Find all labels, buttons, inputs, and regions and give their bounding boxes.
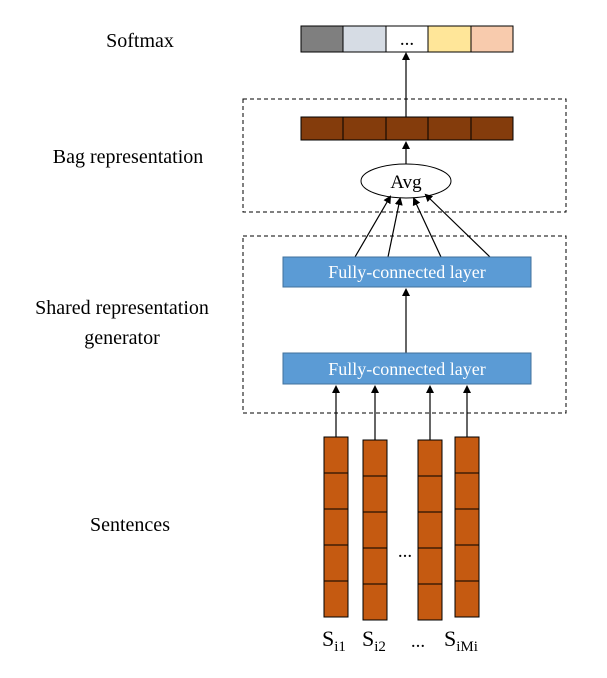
fc-layer-bottom [282, 352, 532, 385]
bag-cell-1 [300, 116, 344, 141]
bag-cell-5 [470, 116, 514, 141]
sentence-label-1: Si1 [322, 626, 346, 655]
sentence-gap-ellipsis: ... [398, 541, 412, 562]
fc-layer-top [282, 256, 532, 288]
softmax-ellipsis: ... [400, 29, 414, 50]
softmax-cell-4 [427, 25, 472, 53]
bag-representation-label: Bag representation [53, 146, 204, 168]
bag-representation-box [242, 98, 567, 213]
arrow-fc-to-avg-2 [387, 197, 403, 258]
sentence-label-4: SiMi [444, 626, 478, 655]
sentences-label: Sentences [90, 514, 170, 536]
sentence-vector-2 [362, 439, 388, 621]
softmax-cell-2 [342, 25, 387, 53]
sentence-vector-1 [323, 436, 349, 618]
shared-representation-box [242, 235, 567, 414]
shared-representation-label-line1: Shared representation [35, 297, 209, 319]
sentence-vector-3 [417, 439, 443, 621]
avg-node [360, 163, 452, 199]
sentence-label-2: Si2 [362, 626, 386, 655]
arrow-fc-to-avg-4 [424, 193, 491, 258]
bag-vector [300, 116, 514, 141]
shared-representation-label-line2: generator [84, 327, 160, 349]
softmax-output-row: ... [300, 25, 514, 53]
fc-layer-bottom-label: Fully-connected layer [328, 359, 485, 379]
bag-cell-3 [385, 116, 429, 141]
bag-cell-2 [342, 116, 387, 141]
bag-cell-4 [427, 116, 472, 141]
fc-layer-top-label: Fully-connected layer [328, 262, 485, 282]
arrow-fc-to-avg-3 [412, 197, 442, 258]
softmax-cell-3 [385, 25, 429, 53]
arrow-fc-to-avg-1 [354, 195, 392, 258]
sentence-label-ellipsis: ... [411, 631, 425, 652]
softmax-label: Softmax [106, 30, 174, 52]
softmax-cell-1 [300, 25, 344, 53]
avg-label: Avg [390, 172, 422, 193]
sentence-vector-4 [454, 436, 480, 618]
softmax-cell-5 [470, 25, 514, 53]
